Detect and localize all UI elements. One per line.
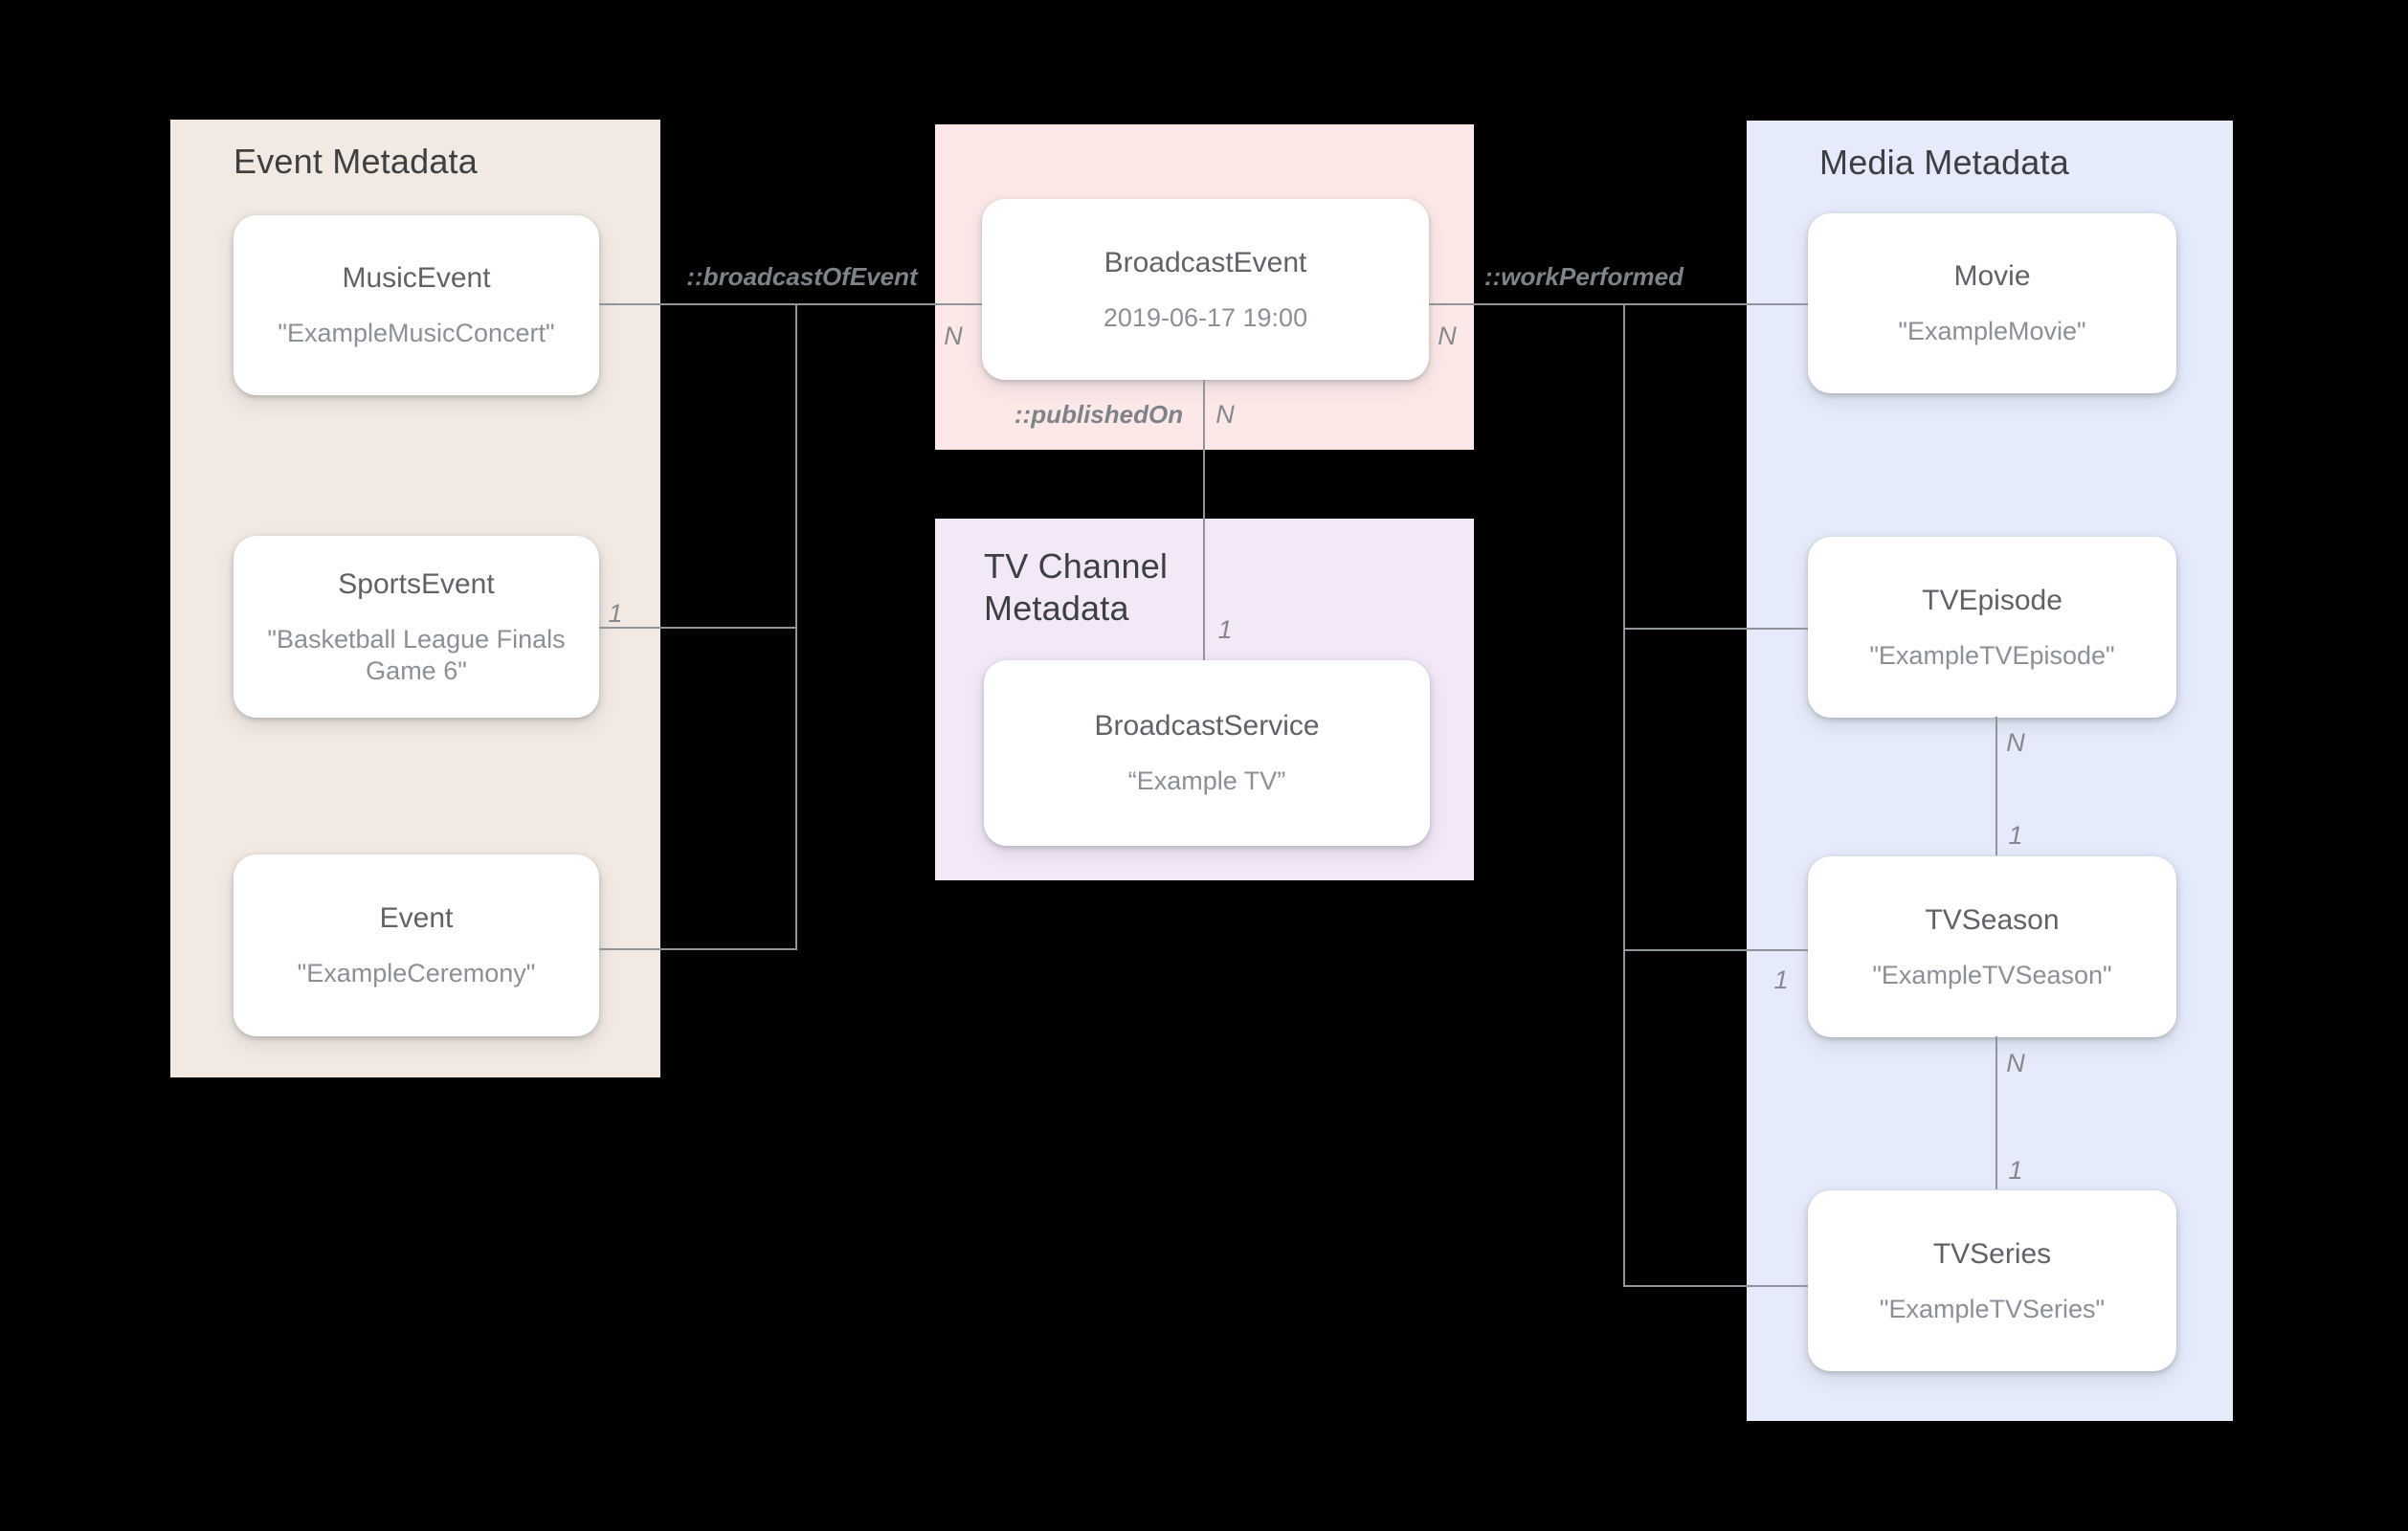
node-example-value: "Basketball League Finals Game 6" (267, 624, 566, 685)
relation-label-published-on: ::publishedOn (1014, 400, 1184, 429)
cardinality-episode-season-season-side: 1 (2008, 821, 2023, 850)
panel-media-metadata-title: Media Metadata (1819, 143, 2069, 182)
node-datetime-value: 2019-06-17 19:00 (1103, 302, 1308, 332)
edge-broadcastevent-movie (1429, 303, 1808, 305)
node-type-label: TVEpisode (1922, 584, 2062, 616)
relation-label-work-performed: ::workPerformed (1483, 262, 1684, 291)
edge-musicevent-broadcastevent (599, 303, 982, 305)
node-example-value: "ExampleTVSeason" (1872, 960, 2112, 989)
node-type-label: BroadcastService (1094, 710, 1320, 742)
edge-tvseason-tvseries (1996, 1036, 1997, 1189)
node-type-label: MusicEvent (342, 262, 491, 294)
edge-right-trunk (1623, 303, 1625, 1287)
edge-tvepisode-tvseason (1996, 717, 1997, 855)
edge-broadcastevent-broadcastservice (1203, 380, 1205, 660)
node-event: Event "ExampleCeremony" (234, 854, 599, 1036)
node-example-value: “Example TV” (1127, 766, 1286, 795)
cardinality-publishedon-service-side: 1 (1217, 615, 1233, 644)
node-type-label: BroadcastEvent (1104, 246, 1307, 278)
node-example-value: "ExampleMusicConcert" (278, 319, 555, 347)
node-tv-series: TVSeries "ExampleTVSeries" (1808, 1190, 2176, 1371)
cardinality-broadcastofevent-broadcast-side: N (944, 322, 963, 350)
node-type-label: TVSeries (1932, 1237, 2052, 1270)
node-movie: Movie "ExampleMovie" (1808, 213, 2176, 393)
panel-event-metadata-title: Event Metadata (234, 142, 478, 181)
node-example-value: "ExampleCeremony" (297, 959, 536, 987)
edge-event-trunk (599, 948, 797, 950)
node-type-label: Movie (1953, 260, 2031, 292)
node-example-value: "ExampleTVEpisode" (1869, 640, 2115, 670)
node-type-label: Event (379, 902, 454, 934)
panel-event-metadata: Event Metadata MusicEvent "ExampleMusicC… (170, 120, 660, 1077)
node-broadcast-service: BroadcastService “Example TV” (984, 660, 1430, 846)
edge-trunk-tvseries (1623, 1285, 1808, 1287)
panel-media-metadata: Media Metadata Movie "ExampleMovie" TVEp… (1747, 121, 2233, 1421)
node-tv-season: TVSeason "ExampleTVSeason" (1808, 856, 2176, 1037)
panel-broadcast-event: BroadcastEvent 2019-06-17 19:00 (935, 124, 1474, 450)
cardinality-season-series-season-side: N (2006, 1049, 2025, 1077)
panel-tv-channel-metadata-title: TV Channel Metadata (984, 546, 1169, 628)
cardinality-broadcastofevent-event-side: 1 (608, 599, 623, 628)
edge-trunk-tvseason (1623, 949, 1808, 951)
cardinality-workperformed-season-side: 1 (1773, 965, 1789, 994)
node-type-label: SportsEvent (338, 567, 495, 600)
node-music-event: MusicEvent "ExampleMusicConcert" (234, 215, 599, 395)
node-sports-event: SportsEvent "Basketball League Finals Ga… (234, 536, 599, 718)
edge-trunk-tvepisode (1623, 628, 1808, 630)
cardinality-workperformed-broadcast-side: N (1438, 322, 1457, 350)
relation-label-broadcast-of-event: ::broadcastOfEvent (686, 262, 918, 291)
node-broadcast-event: BroadcastEvent 2019-06-17 19:00 (982, 199, 1429, 380)
cardinality-publishedon-broadcast-side: N (1215, 400, 1235, 429)
cardinality-episode-season-episode-side: N (2006, 728, 2025, 757)
node-example-value: "ExampleMovie" (1898, 317, 2086, 345)
node-example-value: "ExampleTVSeries" (1879, 1294, 2106, 1323)
node-tv-episode: TVEpisode "ExampleTVEpisode" (1808, 537, 2176, 718)
edge-sportsevent-trunk (599, 627, 797, 629)
cardinality-season-series-series-side: 1 (2008, 1156, 2023, 1185)
node-type-label: TVSeason (1925, 903, 2060, 936)
